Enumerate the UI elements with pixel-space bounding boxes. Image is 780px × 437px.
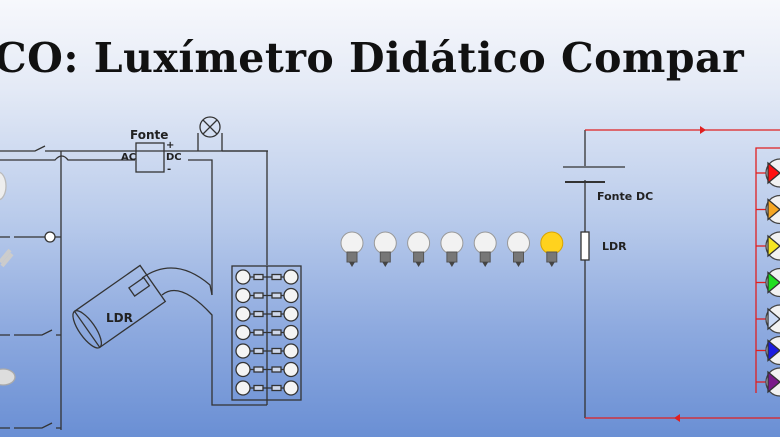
bulb-row (340, 231, 564, 267)
bulb-off-icon (507, 231, 530, 267)
led-icon (283, 269, 299, 285)
colored-led-icon (756, 304, 780, 334)
lamp-appliance-icon (0, 171, 7, 201)
power-supply-box (135, 142, 165, 173)
resistor-icon (253, 273, 264, 281)
bulb-off-icon (340, 231, 364, 267)
resistor-icon (271, 292, 282, 299)
colored-led-icon (756, 194, 780, 225)
resistor-icon (253, 347, 264, 355)
led-icon (235, 269, 251, 285)
resistor-icon (271, 310, 282, 318)
right-circuit: Fonte DC LDR (563, 126, 780, 422)
led-icon (283, 361, 299, 378)
resistor-icon (271, 366, 282, 373)
led-icon (235, 287, 251, 304)
resistor-icon (271, 329, 282, 336)
bulb-off-icon (407, 231, 431, 267)
resistor-icon (253, 310, 264, 318)
bulb-off-icon (473, 231, 497, 267)
ldr-label: LDR (106, 311, 133, 325)
page-title: CO: Luxímetro Didático Compar (0, 34, 745, 82)
colored-led-icon (756, 335, 780, 366)
colored-led-icon (756, 267, 780, 298)
resistor-icon (271, 384, 282, 392)
led-icon (235, 324, 251, 341)
resistor-icon (253, 329, 264, 336)
indicator-lamp-icon (199, 116, 221, 138)
resistor-icon (253, 384, 264, 392)
bulb-off-icon (373, 231, 397, 267)
left-circuit: Fonte AC DC + - LDR (0, 116, 302, 430)
resistor-icon (271, 273, 282, 281)
ldr-tube (72, 264, 167, 349)
led-icon (283, 343, 299, 359)
bulb-on-icon (540, 231, 564, 267)
colored-led-icon (756, 158, 780, 188)
led-icon (235, 343, 251, 359)
resistor-icon (271, 347, 282, 355)
led-icon (283, 306, 299, 322)
switch-knob-icon (44, 231, 56, 243)
led-icon (235, 380, 251, 396)
led-icon (283, 324, 299, 341)
ldr-right-label: LDR (602, 240, 627, 253)
plus-label: + (166, 140, 174, 151)
led-icon (283, 380, 299, 396)
iron-appliance-icon (0, 368, 16, 386)
bulb-off-icon (440, 231, 464, 267)
minus-label: - (167, 164, 171, 175)
resistor-icon (253, 292, 264, 299)
led-icon (235, 361, 251, 378)
dc-label: DC (166, 152, 182, 163)
fluorescent-lamp-icon (0, 248, 14, 268)
colored-led-icon (756, 231, 780, 261)
fonte-label: Fonte (130, 128, 168, 142)
ac-label: AC (121, 152, 136, 163)
ldr-resistor (580, 231, 590, 261)
fonte-dc-label: Fonte DC (597, 190, 653, 203)
resistor-icon (253, 366, 264, 373)
led-icon (235, 306, 251, 322)
led-icon (283, 287, 299, 304)
colored-led-icon (756, 367, 780, 397)
